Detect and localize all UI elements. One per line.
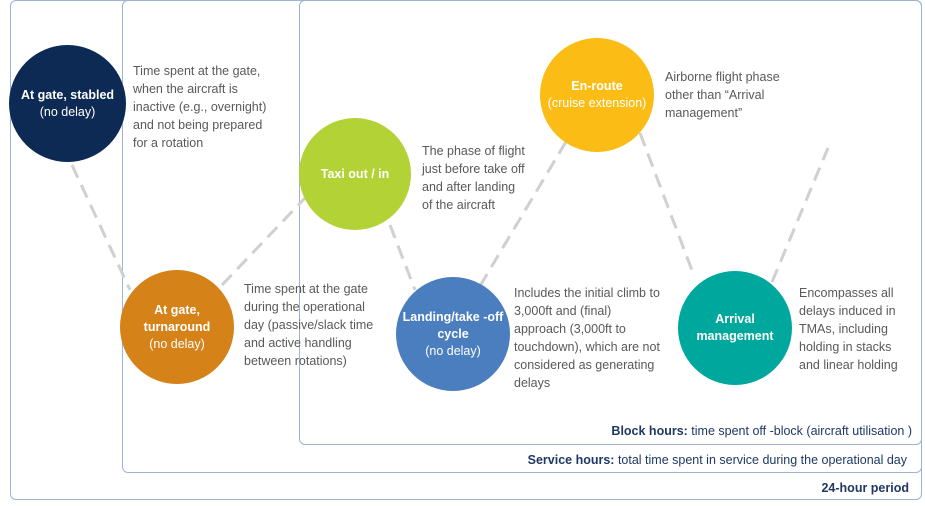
at-gate-turnaround-sub: (no delay) — [149, 336, 205, 351]
connector-taxi-landing — [388, 224, 417, 291]
taxi-circle: Taxi out / in — [299, 118, 411, 230]
connector-turnaround-taxi — [220, 196, 307, 287]
arrival-management-title-line1: Arrival — [715, 312, 755, 326]
landing-takeoff-sub: (no delay) — [425, 343, 481, 358]
block-hours-label: Block hours: time spent off -block (airc… — [611, 424, 912, 438]
block-hours-frame: Block hours: time spent off -block (airc… — [299, 0, 922, 445]
taxi-title: Taxi out / in — [320, 166, 390, 181]
arrival-management-description: Encompasses all delays induced in TMAs, … — [799, 286, 898, 372]
at-gate-stabled-sub: (no delay) — [39, 104, 96, 119]
arrival-management-circle: Arrival management — [678, 271, 792, 385]
en-route-circle: En-route (cruise extension) — [540, 38, 654, 152]
landing-takeoff-circle: Landing/take -off cycle (no delay) — [396, 277, 510, 391]
connector-enroute-arrival — [638, 132, 695, 274]
at-gate-stabled-circle: At gate, stabled (no delay) — [9, 45, 126, 162]
connector-landing-enroute — [478, 139, 569, 287]
at-gate-turnaround-title-line2: turnaround — [143, 319, 211, 334]
arrival-management-title-line2: management — [696, 329, 774, 343]
at-gate-turnaround-description: Time spent at the gate during the operat… — [244, 282, 374, 368]
taxi-description: The phase of flight just before take off… — [422, 144, 525, 212]
en-route-sub: (cruise extension) — [547, 96, 647, 110]
landing-takeoff-title-line1: Landing/take -off — [402, 309, 504, 324]
landing-takeoff-description: Includes the initial climb to 3,000ft an… — [514, 286, 660, 390]
en-route-title: En-route — [571, 79, 623, 93]
at-gate-stabled-title: At gate, stabled — [20, 87, 115, 102]
24-hour-period-label: 24-hour period — [821, 481, 909, 495]
connector-arrival-onward — [770, 147, 830, 283]
en-route-description: Airborne flight phase other than “Arriva… — [665, 70, 780, 120]
connector-stabled-turnaround — [70, 164, 132, 291]
at-gate-turnaround-title-line1: At gate, — [154, 302, 200, 317]
landing-takeoff-title-line2: cycle — [437, 326, 469, 341]
at-gate-stabled-description: Time spent at the gate, when the aircraf… — [133, 64, 267, 150]
service-hours-label: Service hours: total time spent in servi… — [527, 453, 907, 467]
at-gate-turnaround-circle: At gate, turnaround (no delay) — [120, 270, 234, 384]
